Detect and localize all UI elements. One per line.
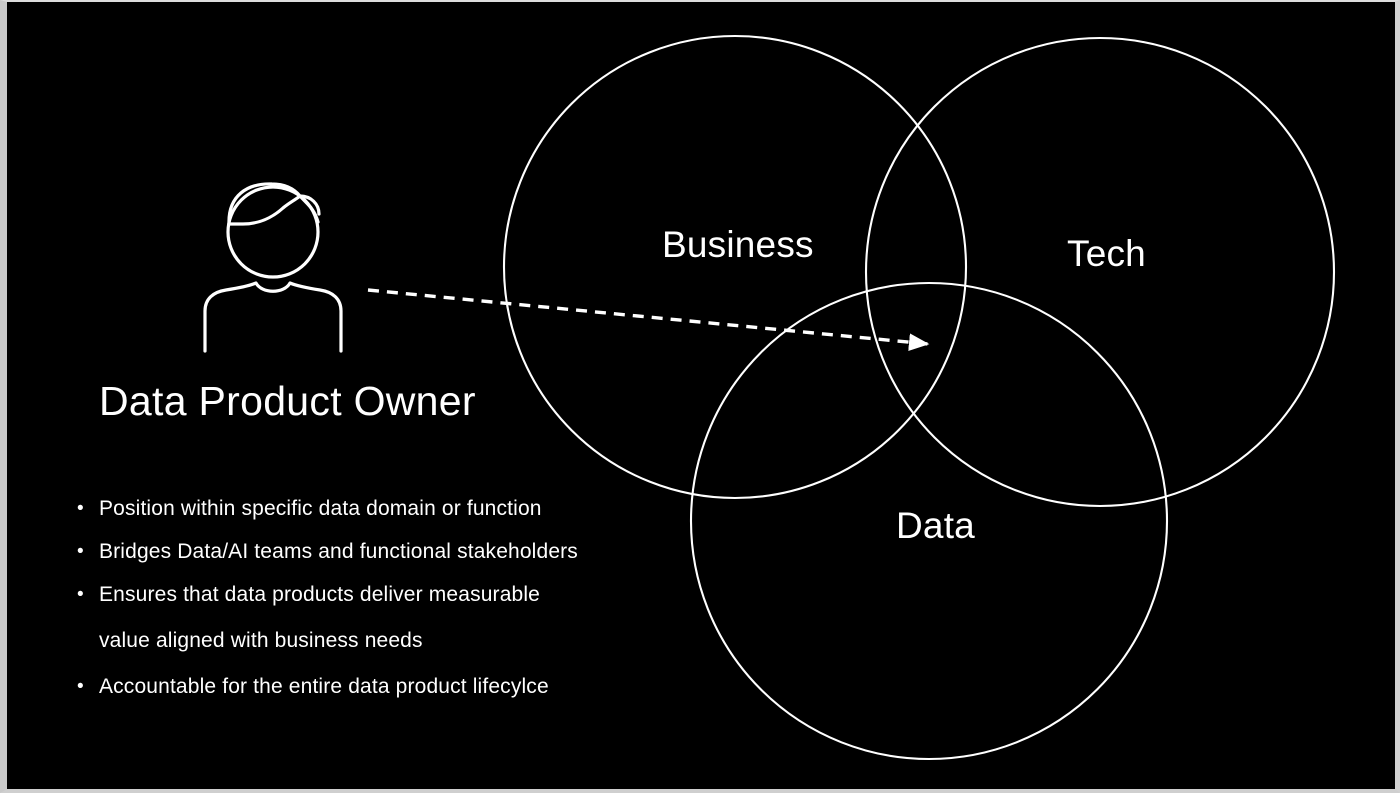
person-head-icon: [226, 185, 320, 279]
venn-diagram: [502, 34, 1336, 761]
bullet-dot-icon: •: [77, 584, 84, 605]
bullet-text: Ensures that data products deliver measu…: [99, 583, 540, 606]
person-icon: [203, 182, 343, 353]
bullet-text: Bridges Data/AI teams and functional sta…: [99, 540, 578, 563]
venn-circle-data: [689, 281, 1169, 761]
list-item: • Position within specific data domain o…: [77, 494, 717, 524]
bullet-dot-icon: •: [77, 541, 84, 562]
bullet-text-wrap: Ensures that data products deliver measu…: [99, 580, 540, 656]
bullet-dot-icon: •: [77, 676, 84, 697]
venn-circle-business: [502, 34, 968, 500]
bullet-text-continuation: value aligned with business needs: [99, 629, 423, 652]
venn-label-data: Data: [896, 505, 975, 546]
list-item: • Ensures that data products deliver mea…: [77, 580, 717, 656]
role-bullet-list: • Position within specific data domain o…: [77, 494, 717, 715]
venn-label-business: Business: [662, 224, 814, 265]
person-shoulders-icon: [203, 281, 343, 353]
list-item: • Bridges Data/AI teams and functional s…: [77, 537, 717, 567]
venn-circle-tech: [864, 36, 1336, 508]
person-hair-icon: [227, 182, 321, 226]
person-fringe-icon: [227, 194, 320, 226]
bullet-text: Accountable for the entire data product …: [99, 675, 549, 698]
venn-label-tech: Tech: [1067, 233, 1146, 274]
role-title: Data Product Owner: [99, 378, 476, 424]
bullet-dot-icon: •: [77, 498, 84, 519]
list-item: • Accountable for the entire data produc…: [77, 672, 717, 702]
bullet-text: Position within specific data domain or …: [99, 497, 542, 520]
